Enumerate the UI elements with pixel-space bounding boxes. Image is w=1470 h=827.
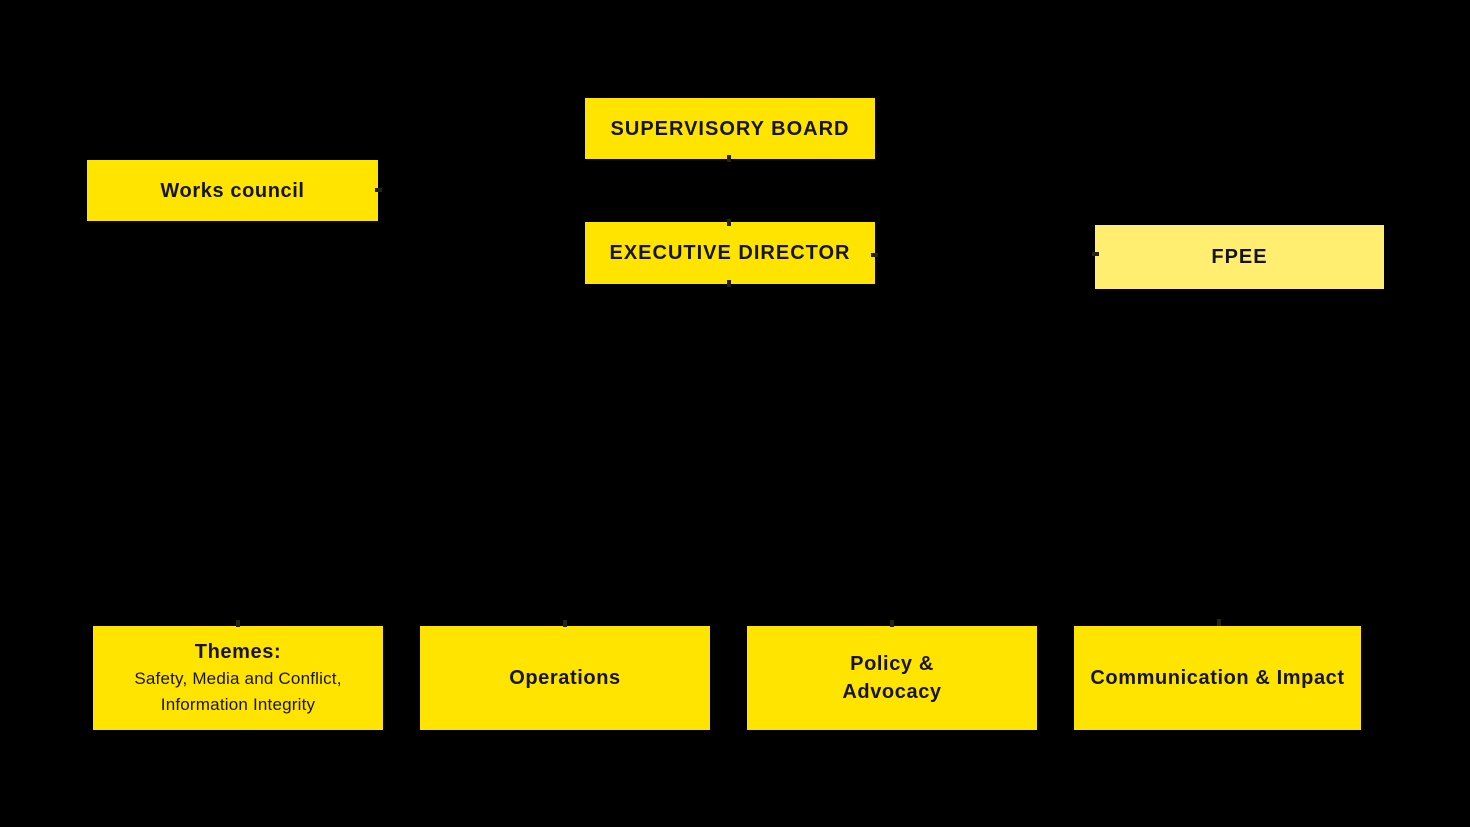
executive-director-label: EXECUTIVE DIRECTOR: [609, 242, 851, 264]
works-council-label: Works council: [160, 179, 305, 202]
connector-tick-fpee-left: [1092, 252, 1099, 256]
themes-title: Themes:: [194, 641, 282, 663]
connector-tick-operations-top: [563, 620, 567, 627]
themes-line1: Safety, Media and Conflict,: [134, 669, 342, 688]
connector-wc-dashed: [378, 189, 585, 191]
connector-tick-wc-right: [375, 188, 382, 192]
connector-drop-policy: [891, 463, 893, 626]
connector-ed-fpee-dashed: [875, 254, 1095, 256]
connector-tick-ed-top: [727, 219, 731, 226]
connector-drop-comm: [1218, 463, 1220, 626]
connector-tick-themes-top: [236, 620, 240, 627]
connector-drop-operations: [564, 463, 566, 626]
connector-sb-ed: [728, 159, 730, 222]
themes-box: Themes: Safety, Media and Conflict, Info…: [93, 626, 383, 730]
connector-drop-themes: [237, 463, 239, 626]
fpee-box: FPEE: [1095, 225, 1384, 289]
connector-tick-ed-bottom: [727, 280, 731, 287]
supervisory-board-box: SUPERVISORY BOARD: [585, 98, 875, 159]
executive-director-box: EXECUTIVE DIRECTOR: [585, 222, 875, 284]
policy-advocacy-line2: Advocacy: [842, 681, 942, 703]
fpee-label: FPEE: [1211, 246, 1268, 268]
communication-impact-label: Communication & Impact: [1090, 667, 1345, 689]
connector-tick-ed-right: [871, 253, 878, 257]
connector-tick-comm-top: [1217, 619, 1221, 626]
policy-advocacy-box: Policy & Advocacy: [747, 626, 1037, 730]
connector-horizontal-rail: [238, 463, 1219, 465]
connector-tick-policy-top: [890, 620, 894, 627]
policy-advocacy-line1: Policy &: [850, 653, 934, 675]
themes-line2: Information Integrity: [160, 695, 316, 714]
operations-label: Operations: [509, 667, 621, 689]
supervisory-board-label: SUPERVISORY BOARD: [610, 117, 850, 140]
communication-impact-box: Communication & Impact: [1074, 626, 1361, 730]
connector-ed-down: [728, 284, 730, 464]
operations-box: Operations: [420, 626, 710, 730]
works-council-box: Works council: [87, 160, 378, 221]
connector-tick-sb-bottom: [727, 155, 731, 162]
